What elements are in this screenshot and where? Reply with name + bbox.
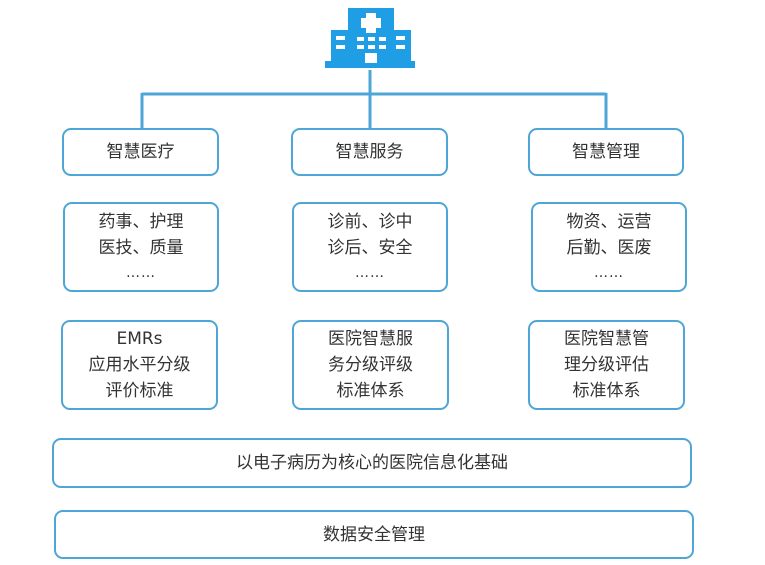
heading-box-smart-medical: 智慧医疗 — [62, 128, 219, 176]
security-label: 数据安全管理 — [323, 524, 425, 545]
heading-box-smart-service: 智慧服务 — [291, 128, 448, 176]
standard-line: 评价标准 — [105, 381, 174, 401]
scope-box-smart-service: 诊前、诊中 诊后、安全 …… — [292, 202, 448, 292]
foundation-box: 以电子病历为核心的医院信息化基础 — [52, 438, 692, 488]
standard-box-smart-medical: EMRs 应用水平分级 评价标准 — [61, 320, 218, 410]
security-box: 数据安全管理 — [54, 510, 694, 559]
scope-box-smart-medical: 药事、护理 医技、质量 …… — [63, 202, 219, 292]
heading-smart-management: 智慧管理 — [572, 142, 640, 162]
foundation-label: 以电子病历为核心的医院信息化基础 — [236, 453, 508, 473]
scope-line: 物资、运营 — [566, 212, 652, 232]
standard-line: 标准体系 — [336, 381, 405, 401]
scope-line: 诊后、安全 — [327, 238, 413, 258]
scope-line: 诊前、诊中 — [327, 212, 413, 232]
scope-line: 后勤、医废 — [566, 238, 652, 258]
heading-smart-service: 智慧服务 — [335, 142, 404, 162]
standard-line: 理分级评估 — [564, 355, 649, 375]
scope-box-smart-management: 物资、运营 后勤、医废 …… — [531, 202, 687, 292]
standard-line: EMRs — [116, 329, 163, 349]
standard-line: 标准体系 — [572, 381, 641, 401]
standard-line: 务分级评级 — [328, 355, 413, 375]
scope-line: 医技、质量 — [98, 238, 184, 258]
heading-box-smart-management: 智慧管理 — [528, 128, 684, 176]
ellipsis: …… — [594, 265, 624, 281]
standard-line: 医院智慧管 — [564, 329, 649, 349]
ellipsis: …… — [355, 265, 385, 281]
heading-smart-medical: 智慧医疗 — [106, 142, 175, 162]
scope-line: 药事、护理 — [98, 212, 184, 232]
ellipsis: …… — [126, 265, 156, 281]
standard-line: 应用水平分级 — [88, 355, 191, 375]
standard-line: 医院智慧服 — [328, 329, 413, 349]
standard-box-smart-management: 医院智慧管 理分级评估 标准体系 — [528, 320, 685, 410]
standard-box-smart-service: 医院智慧服 务分级评级 标准体系 — [292, 320, 449, 410]
